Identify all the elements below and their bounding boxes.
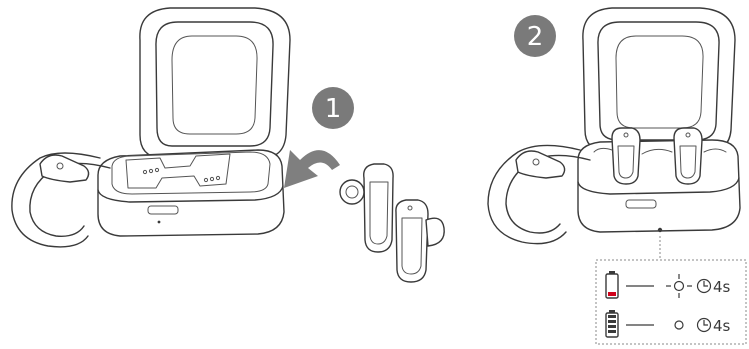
case-led [658, 228, 662, 232]
charging-case-right [578, 8, 740, 232]
earbud-outside-front [396, 200, 444, 282]
step-1-badge: 1 [312, 87, 354, 129]
earbud-outside-back [340, 164, 393, 252]
step-2-number: 2 [527, 22, 544, 52]
legend-row-low-battery: 4s [606, 271, 731, 298]
legend-duration-1: 4s [713, 278, 731, 296]
clock-icon [698, 319, 711, 332]
led-blink-icon [666, 274, 692, 298]
legend-row-full-battery: 4s [606, 310, 731, 337]
battery-full-icon [606, 310, 618, 337]
indicator-legend: 4s 4s [596, 260, 746, 344]
step-2-badge: 2 [514, 15, 556, 57]
lanyard-left [12, 153, 110, 247]
charging-case-left [98, 8, 290, 236]
lanyard-right [488, 145, 590, 243]
step-1-number: 1 [325, 94, 342, 124]
clock-icon [698, 280, 711, 293]
curved-arrow-icon [284, 150, 340, 188]
legend-duration-2: 4s [713, 317, 731, 335]
battery-low-icon [606, 271, 618, 298]
led-off-icon [675, 321, 683, 329]
